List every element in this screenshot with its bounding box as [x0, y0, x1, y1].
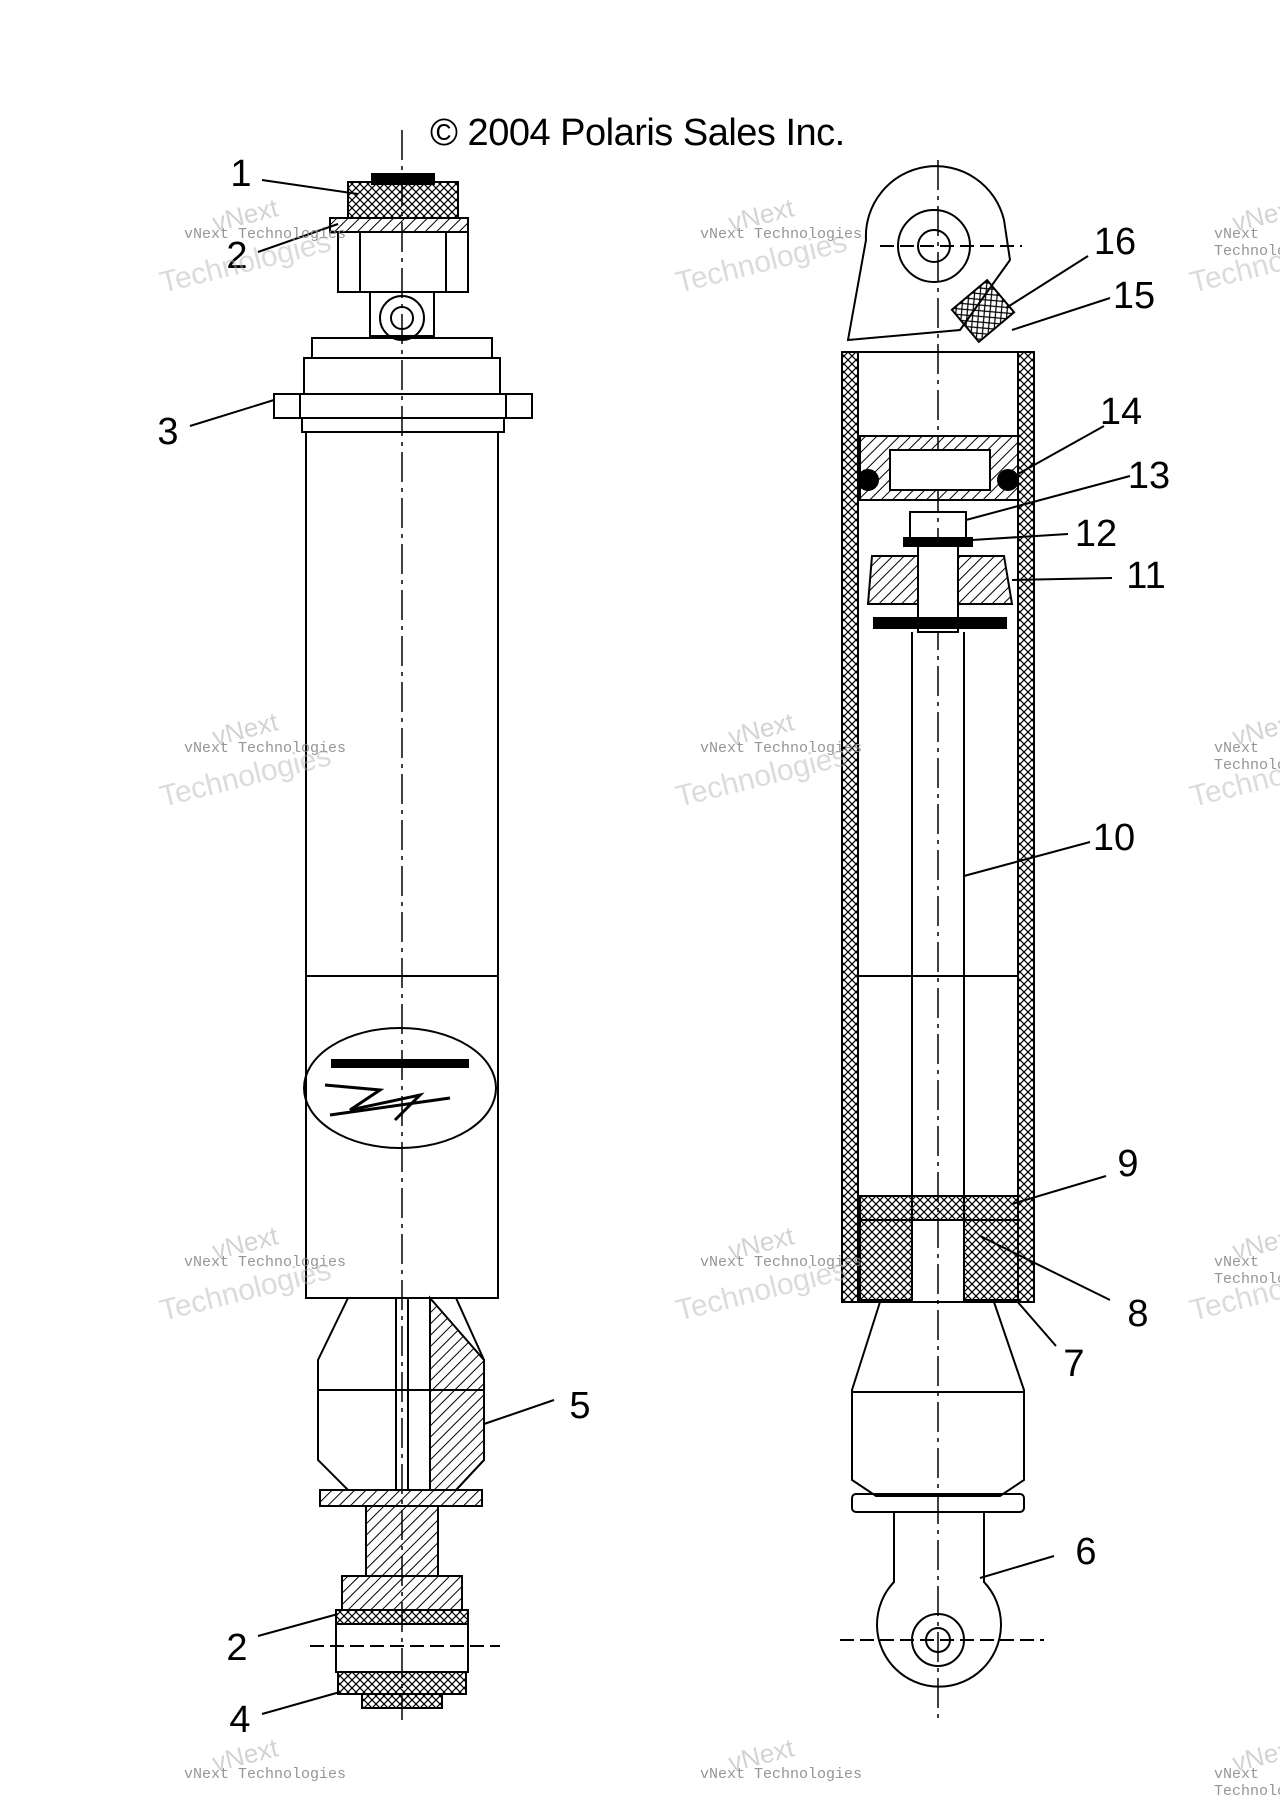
callout-7: 7 [1063, 1343, 1085, 1385]
watermark-vnext-tech: vNext Technologies [184, 1254, 347, 1271]
watermark-vnext-tech: vNext Technologies [1214, 226, 1280, 260]
callout-10: 10 [1092, 817, 1136, 859]
leader-lines [189, 179, 1131, 1715]
watermark-vnext-tech: vNext Technologies [184, 740, 347, 757]
callout-1: 1 [230, 153, 252, 195]
callout-6: 6 [1075, 1531, 1097, 1573]
callout-2-bottom: 2 [226, 1627, 248, 1669]
callout-12: 12 [1074, 513, 1118, 555]
callout-11: 11 [1126, 555, 1166, 597]
watermark-vnext-tech: vNext Technologies [1214, 740, 1280, 774]
callout-13: 13 [1127, 455, 1171, 497]
watermark-vnext-tech: vNext Technologies [700, 226, 863, 243]
callout-14: 14 [1099, 391, 1143, 433]
right-shock-cutaway [840, 160, 1044, 1720]
callout-15: 15 [1112, 275, 1156, 317]
callout-3: 3 [157, 411, 179, 453]
watermark-vnext-tech: vNext Technologies [700, 740, 863, 757]
left-shock [273, 130, 533, 1720]
callout-2-top: 2 [226, 235, 248, 277]
watermark-vnext-tech: vNext Technologies [1214, 1254, 1280, 1288]
watermark-vnext-tech: vNext Technologies [700, 1766, 863, 1783]
watermark-vnext-tech: vNext Technologies [184, 226, 347, 243]
callout-9: 9 [1117, 1143, 1139, 1185]
watermark-vnext-tech: vNext Technologies [184, 1766, 347, 1783]
callout-5: 5 [569, 1385, 591, 1427]
callout-4: 4 [229, 1699, 251, 1741]
watermark-vnext-tech: vNext Technologies [1214, 1766, 1280, 1800]
watermark-vnext-tech: vNext Technologies [700, 1254, 863, 1271]
callout-8: 8 [1127, 1293, 1149, 1335]
copyright-text: © 2004 Polaris Sales Inc. [430, 112, 845, 154]
callout-16: 16 [1093, 221, 1137, 263]
